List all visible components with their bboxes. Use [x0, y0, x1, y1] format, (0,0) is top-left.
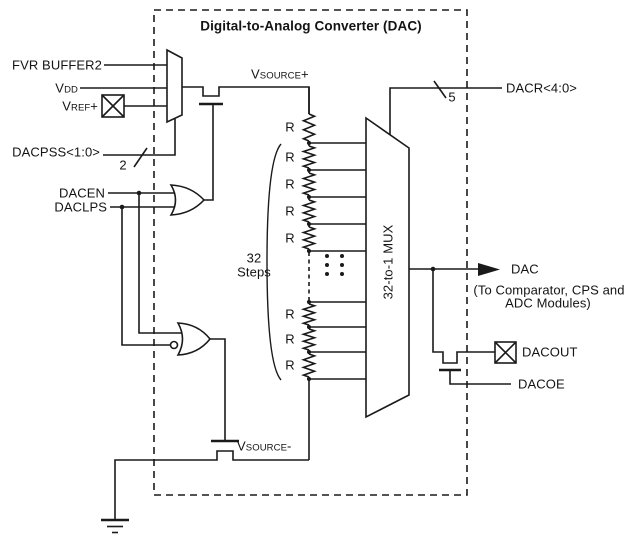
dacout-label: DACOUT	[522, 344, 578, 360]
bus-slash-dacr-icon	[433, 80, 447, 99]
input-mux-shape	[166, 48, 183, 124]
dac-note-line2: ADC Modules)	[505, 295, 591, 311]
or-gate-lower	[176, 322, 212, 356]
wire-daclps-branch	[121, 207, 170, 346]
bus-slash-dacpss-icon	[133, 147, 148, 168]
inverter-bubble-icon	[169, 340, 179, 350]
dacpss-label: DACPSS<1:0>	[12, 144, 100, 160]
dacr-label: DACR<4:0>	[506, 80, 577, 96]
module-boundary-box	[153, 9, 468, 496]
resistor-label-5: R	[285, 230, 295, 246]
wire-dacr	[389, 87, 502, 135]
dac-output-arrow-icon	[478, 263, 500, 276]
dacen-label: DACEN	[58, 185, 105, 201]
vdd-label: VDD	[55, 80, 78, 96]
dac-output-label: DAC	[511, 261, 539, 277]
wire-gate-vsource-plus	[204, 104, 214, 201]
mux-label: 32-to-1 MUX	[380, 224, 396, 300]
or-gate-upper	[169, 184, 206, 216]
resistor-label-7: R	[285, 331, 295, 347]
steps-count-label: 32	[246, 250, 262, 266]
pin-icon-vref	[101, 94, 125, 118]
pin-icon-dacout	[494, 341, 517, 364]
fvr-buffer2-label: FVR BUFFER2	[12, 57, 102, 73]
vsource-minus-label: VSOURCE-	[237, 438, 292, 454]
vref-plus-label: VREF+	[62, 98, 98, 114]
wire-dacen-branch	[138, 193, 182, 334]
wire-vsource-minus	[114, 450, 309, 520]
resistor-label-4: R	[285, 203, 295, 219]
wire-vsource-plus	[182, 86, 310, 114]
resistor-label-8: R	[285, 357, 295, 373]
diagram-title: Digital-to-Analog Converter (DAC)	[200, 18, 422, 34]
dacr-bus-width-label: 5	[448, 89, 456, 105]
wire-dacout	[432, 269, 495, 364]
resistor-label-6: R	[285, 306, 295, 322]
wire-gate-vsource-minus	[210, 338, 226, 441]
steps-brace-icon	[266, 143, 282, 381]
vsource-plus-label: VSOURCE+	[251, 66, 309, 82]
wire-dacoe	[449, 370, 511, 385]
resistor-label-1: R	[285, 119, 295, 135]
dac-note-line1: (To Comparator, CPS and	[473, 282, 625, 298]
resistor-ladder	[300, 87, 366, 460]
resistor-label-2: R	[285, 149, 295, 165]
ground-symbol	[101, 518, 129, 534]
dacpss-bus-width-label: 2	[119, 157, 127, 173]
mux-shape	[365, 116, 410, 419]
daclps-label: DACLPS	[54, 199, 107, 215]
dacoe-label: DACOE	[518, 376, 565, 392]
steps-word-label: Steps	[237, 264, 271, 280]
continuation-dots	[325, 254, 344, 276]
wire-dacpss	[103, 119, 176, 156]
resistor-label-3: R	[285, 176, 295, 192]
